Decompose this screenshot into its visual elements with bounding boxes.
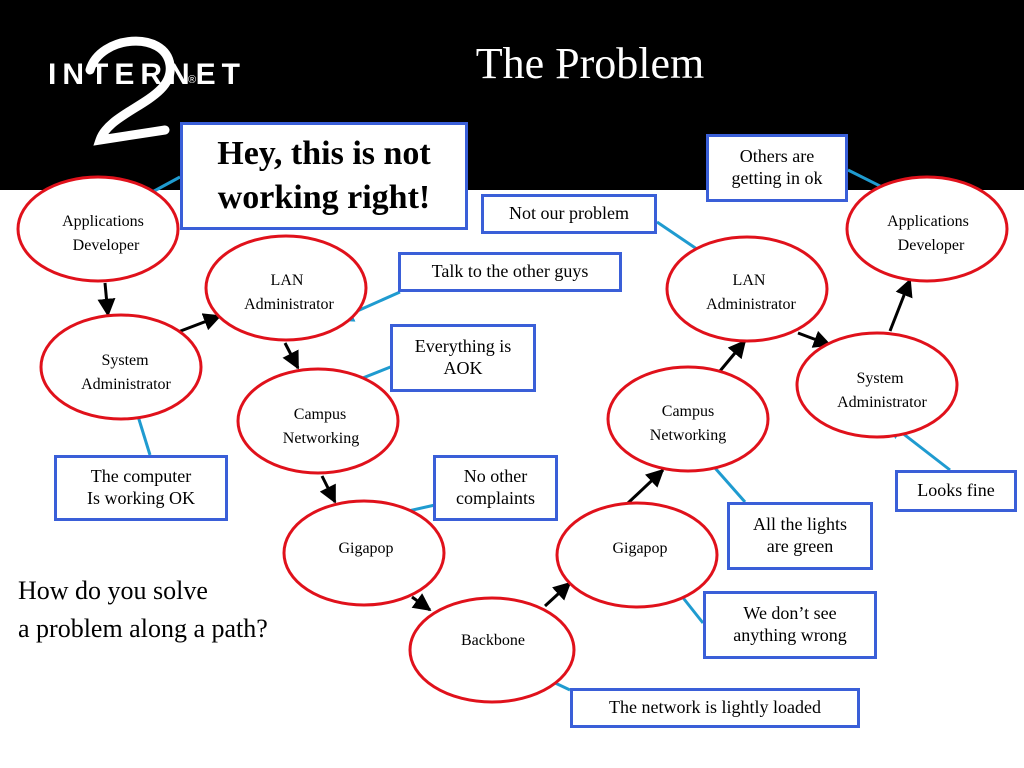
node-lan-admin-left: LAN Administrator [204,234,368,342]
callout-talk-to-other-guys: Talk to the other guys [398,252,622,292]
callout-hey-not-working: Hey, this is not working right! [180,122,468,230]
node-label: LAN [271,272,304,289]
node-label: LAN [733,272,766,289]
node-label: Gigapop [612,540,667,557]
registered-mark: ® [188,74,197,86]
node-lan-admin-right: LAN Administrator [665,235,829,343]
node-label: Applications [887,213,969,230]
node-label: Campus [662,403,714,420]
callout-network-lightly-loaded: The network is lightly loaded [570,688,860,728]
node-app-dev-left: Applications Developer [16,175,180,283]
node-label: Campus [294,406,346,423]
node-label: Backbone [461,632,525,649]
node-gigapop-left: Gigapop [282,499,446,607]
node-app-dev-right: Applications Developer [845,175,1009,283]
title-bar: INTERNET ® The Problem [0,0,1024,190]
callout-not-our-problem: Not our problem [481,194,657,234]
flow-arrow [97,282,116,317]
path-question-text: How do you solve a problem along a path? [18,576,268,643]
node-label: Administrator [837,394,927,411]
callout-lights-are-green: All the lights are green [727,502,873,570]
callout-others-getting-in-ok: Others are getting in ok [706,134,848,202]
slide-title: The Problem [475,39,705,88]
callout-looks-fine: Looks fine [895,470,1017,512]
callout-computer-working-ok: The computer Is working OK [54,455,228,521]
node-label: Networking [650,427,726,444]
flow-arrow [411,593,432,612]
callout-everything-aok: Everything is AOK [390,324,536,392]
node-backbone: Backbone [408,596,576,704]
flow-arrows [97,278,913,612]
callout-dont-see-anything-wrong: We don’t see anything wrong [703,591,877,659]
node-sys-admin-right: System Administrator [795,331,959,439]
node-label: Gigapop [338,540,393,557]
node-gigapop-right: Gigapop [555,501,719,609]
node-label: Developer [898,237,965,254]
node-label: System [101,352,149,369]
node-label: Networking [283,430,359,447]
flow-arrow [282,342,300,370]
flow-arrow [797,330,832,348]
flow-arrow [626,468,665,505]
node-label: Applications [62,213,144,230]
flow-arrow [319,475,337,504]
callout-no-other-complaints: No other complaints [433,455,558,521]
node-label: Developer [73,237,140,254]
node-sys-admin-left: System Administrator [39,313,203,421]
node-campus-right: Campus Networking [606,365,770,473]
node-campus-left: Campus Networking [236,367,400,475]
flow-arrow [177,313,222,334]
node-label: System [856,370,904,387]
flow-arrow [888,278,913,332]
node-label: Administrator [244,296,334,313]
internet2-logo-text: INTERNET [48,58,246,91]
internet2-logo-numeral [85,36,175,146]
flow-arrow [718,339,747,372]
flow-arrow [543,581,572,608]
node-label: Administrator [706,296,796,313]
node-label: Administrator [81,376,171,393]
